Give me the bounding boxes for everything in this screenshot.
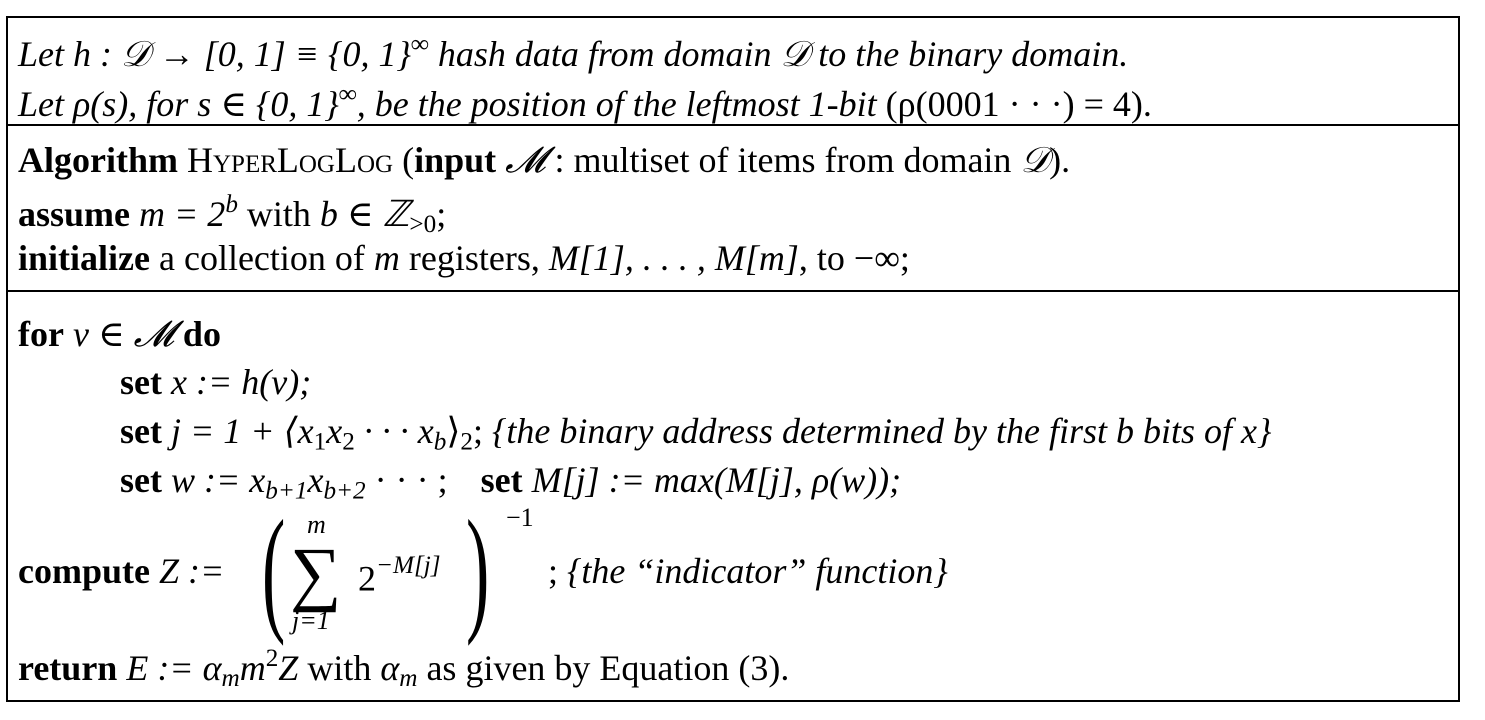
infinity-superscript: ∞: [410, 31, 429, 58]
subscript-b: b: [433, 428, 447, 456]
x2-var: x: [326, 411, 343, 451]
outer-exponent: −1: [506, 503, 534, 532]
angle-close: ⟩: [446, 411, 461, 451]
right-paren: ): [466, 492, 490, 647]
preamble-text-2: , be the position of the leftmost 1-bit: [356, 83, 877, 124]
subscript-b-plus-1: b+1: [265, 477, 308, 505]
set-w-dots: · · · ;: [365, 460, 448, 500]
preamble-for: , for: [128, 83, 189, 124]
assume-math: m = 2: [139, 193, 226, 234]
section-divider-top: [6, 124, 1460, 126]
compute-z-math: Z :=: [158, 551, 225, 591]
return-line: return E := αmm2Z with αm as given by Eq…: [18, 646, 789, 691]
keyword-set-4: set: [480, 460, 523, 500]
preamble-line-2: Let ρ(s), for s ∈ {0, 1}∞, be the positi…: [18, 82, 1152, 122]
binary-address-comment: {the binary address determined by the fi…: [492, 411, 1272, 451]
return-math: E := α: [126, 647, 222, 688]
subscript-1: 1: [313, 428, 327, 456]
keyword-set-3: set: [120, 460, 162, 500]
initialize-m: m: [373, 238, 400, 278]
keyword-set-1: set: [120, 362, 162, 402]
return-z: Z: [278, 647, 299, 688]
initialize-text-3: , to: [798, 238, 845, 278]
sum-term: 2−M[j]: [358, 553, 441, 597]
preamble-text-1: hash data from domain 𝒟 to the binary do…: [437, 33, 1129, 74]
compute-end: ;: [548, 551, 559, 591]
sum-upper-limit: m: [307, 510, 326, 539]
compute-line: compute Z :=: [18, 553, 224, 589]
initialize-line: initialize a collection of m registers, …: [18, 240, 910, 276]
rho-math: ρ(s): [73, 83, 129, 124]
set-j-end: ;: [473, 411, 484, 451]
section-divider-mid: [6, 290, 1460, 292]
alpha-subscript-2: m: [399, 665, 418, 693]
for-math: v ∈ 𝓜: [72, 314, 174, 354]
m-squared: 2: [265, 645, 279, 672]
keyword-algorithm: Algorithm: [18, 140, 178, 180]
set-j-line: set j = 1 + ⟨x1x2 · · · xb⟩2; {the binar…: [120, 413, 1271, 455]
assume-with: with: [246, 193, 311, 234]
keyword-initialize: initialize: [18, 238, 150, 278]
assume-exponent: b: [225, 191, 238, 218]
for-line: for v ∈ 𝓜 do: [18, 316, 221, 352]
alpha-symbol: α: [380, 647, 400, 688]
subscript-2: 2: [342, 428, 355, 456]
set-x-line: set x := h(v);: [120, 364, 311, 400]
set-w-math: w := x: [170, 460, 266, 500]
s-domain-math: s ∈ {0, 1}: [197, 83, 339, 124]
return-with: with: [307, 647, 372, 688]
sigma-symbol: ∑: [290, 533, 342, 613]
initialize-text: a collection of: [158, 238, 365, 278]
set-j-math: j = 1 + ⟨x: [170, 411, 314, 451]
compute-comment-line: ; {the “indicator” function}: [548, 553, 948, 589]
keyword-assume: assume: [18, 193, 131, 234]
hash-function-math: h : 𝒟 → [0, 1] ≡ {0, 1}: [73, 33, 411, 74]
left-paren: (: [262, 492, 286, 647]
dots-xb: · · · x: [354, 411, 434, 451]
x-b-plus-2-var: x: [307, 460, 324, 500]
alpha-subscript: m: [221, 665, 240, 693]
initialize-text-2: registers,: [408, 238, 540, 278]
input-description: : multiset of items from domain: [554, 140, 1012, 180]
algorithm-box: [6, 16, 1460, 702]
term-exponent: −M[j]: [376, 552, 441, 579]
algorithm-name: HyperLogLog: [186, 140, 394, 180]
set-register-math: M[j] := max(M[j], ρ(w));: [531, 460, 902, 500]
sum-lower-limit: j=1: [292, 606, 330, 635]
keyword-compute: compute: [18, 551, 150, 591]
return-m: m: [239, 647, 266, 688]
registers-math: M[1], . . . , M[m]: [548, 238, 799, 278]
base-two: 2: [358, 558, 376, 599]
indicator-comment: {the “indicator” function}: [567, 551, 948, 591]
neg-infinity-math: −∞;: [853, 238, 910, 278]
subscript-base: 2: [460, 428, 473, 456]
rho-example-math: (ρ(0001 · · ·) = 4).: [885, 83, 1152, 124]
set-x-math: x := h(v);: [170, 362, 312, 402]
paren-close: ).: [1049, 140, 1071, 180]
algorithm-header: Algorithm HyperLogLog (input 𝓜 : multise…: [18, 142, 1070, 179]
keyword-for: for: [18, 314, 64, 354]
keyword-return: return: [18, 647, 118, 688]
assume-end: ;: [436, 193, 447, 234]
infinity-superscript-2: ∞: [338, 81, 357, 108]
return-text: as given by Equation (3).: [426, 647, 790, 688]
assume-subscript: >0: [409, 211, 437, 239]
set-w-line: set w := xb+1xb+2 · · · ; set M[j] := ma…: [120, 462, 901, 504]
assume-math-2: b ∈ ℤ: [319, 193, 410, 234]
domain-symbol: 𝒟: [1020, 140, 1050, 181]
keyword-do: do: [182, 314, 221, 354]
paren-open: (: [402, 140, 415, 180]
preamble-let-1: Let: [18, 33, 65, 74]
keyword-input: input: [414, 140, 497, 180]
preamble-let-2: Let: [18, 83, 65, 124]
subscript-b-plus-2: b+2: [323, 477, 366, 505]
preamble-line-1: Let h : 𝒟 → [0, 1] ≡ {0, 1}∞ hash data f…: [18, 32, 1128, 72]
multiset-symbol: 𝓜: [505, 140, 546, 181]
assume-line: assume m = 2b with b ∈ ℤ>0;: [18, 192, 446, 237]
keyword-set-2: set: [120, 411, 162, 451]
